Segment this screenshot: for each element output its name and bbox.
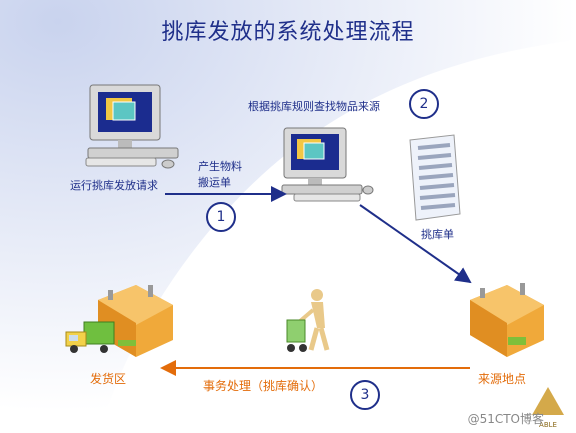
label-source-location: 来源地点 bbox=[478, 372, 527, 386]
label-run-request: 运行挑库发放请求 bbox=[70, 179, 158, 192]
step-badge-1: 1 bbox=[206, 202, 236, 232]
watermark: @51CTO博客 bbox=[467, 412, 544, 426]
able-logo: ABLE bbox=[532, 387, 564, 429]
step-badge-2: 2 bbox=[409, 89, 439, 119]
arrow-step2 bbox=[359, 204, 472, 284]
computer-icon bbox=[85, 84, 179, 169]
worker-icon bbox=[286, 289, 330, 352]
page-title: 挑库发放的系统处理流程 bbox=[161, 20, 415, 45]
computer-icon bbox=[281, 127, 374, 202]
label-rule-lookup: 根据挑库规则查找物品来源 bbox=[248, 100, 380, 113]
truck-icon bbox=[65, 321, 115, 353]
label-generate-line2: 搬运单 bbox=[198, 176, 231, 189]
svg-text:ABLE: ABLE bbox=[539, 421, 557, 429]
warehouse-icon bbox=[470, 283, 544, 357]
label-transaction: 事务处理（挑库确认） bbox=[203, 379, 324, 393]
label-generate-line1: 产生物料 bbox=[198, 160, 242, 173]
label-ship-area: 发货区 bbox=[90, 372, 127, 386]
warehouse-icon bbox=[98, 285, 173, 357]
document-icon bbox=[409, 134, 461, 221]
step-badge-3: 3 bbox=[350, 380, 380, 410]
label-pick-slip: 挑库单 bbox=[421, 228, 454, 241]
